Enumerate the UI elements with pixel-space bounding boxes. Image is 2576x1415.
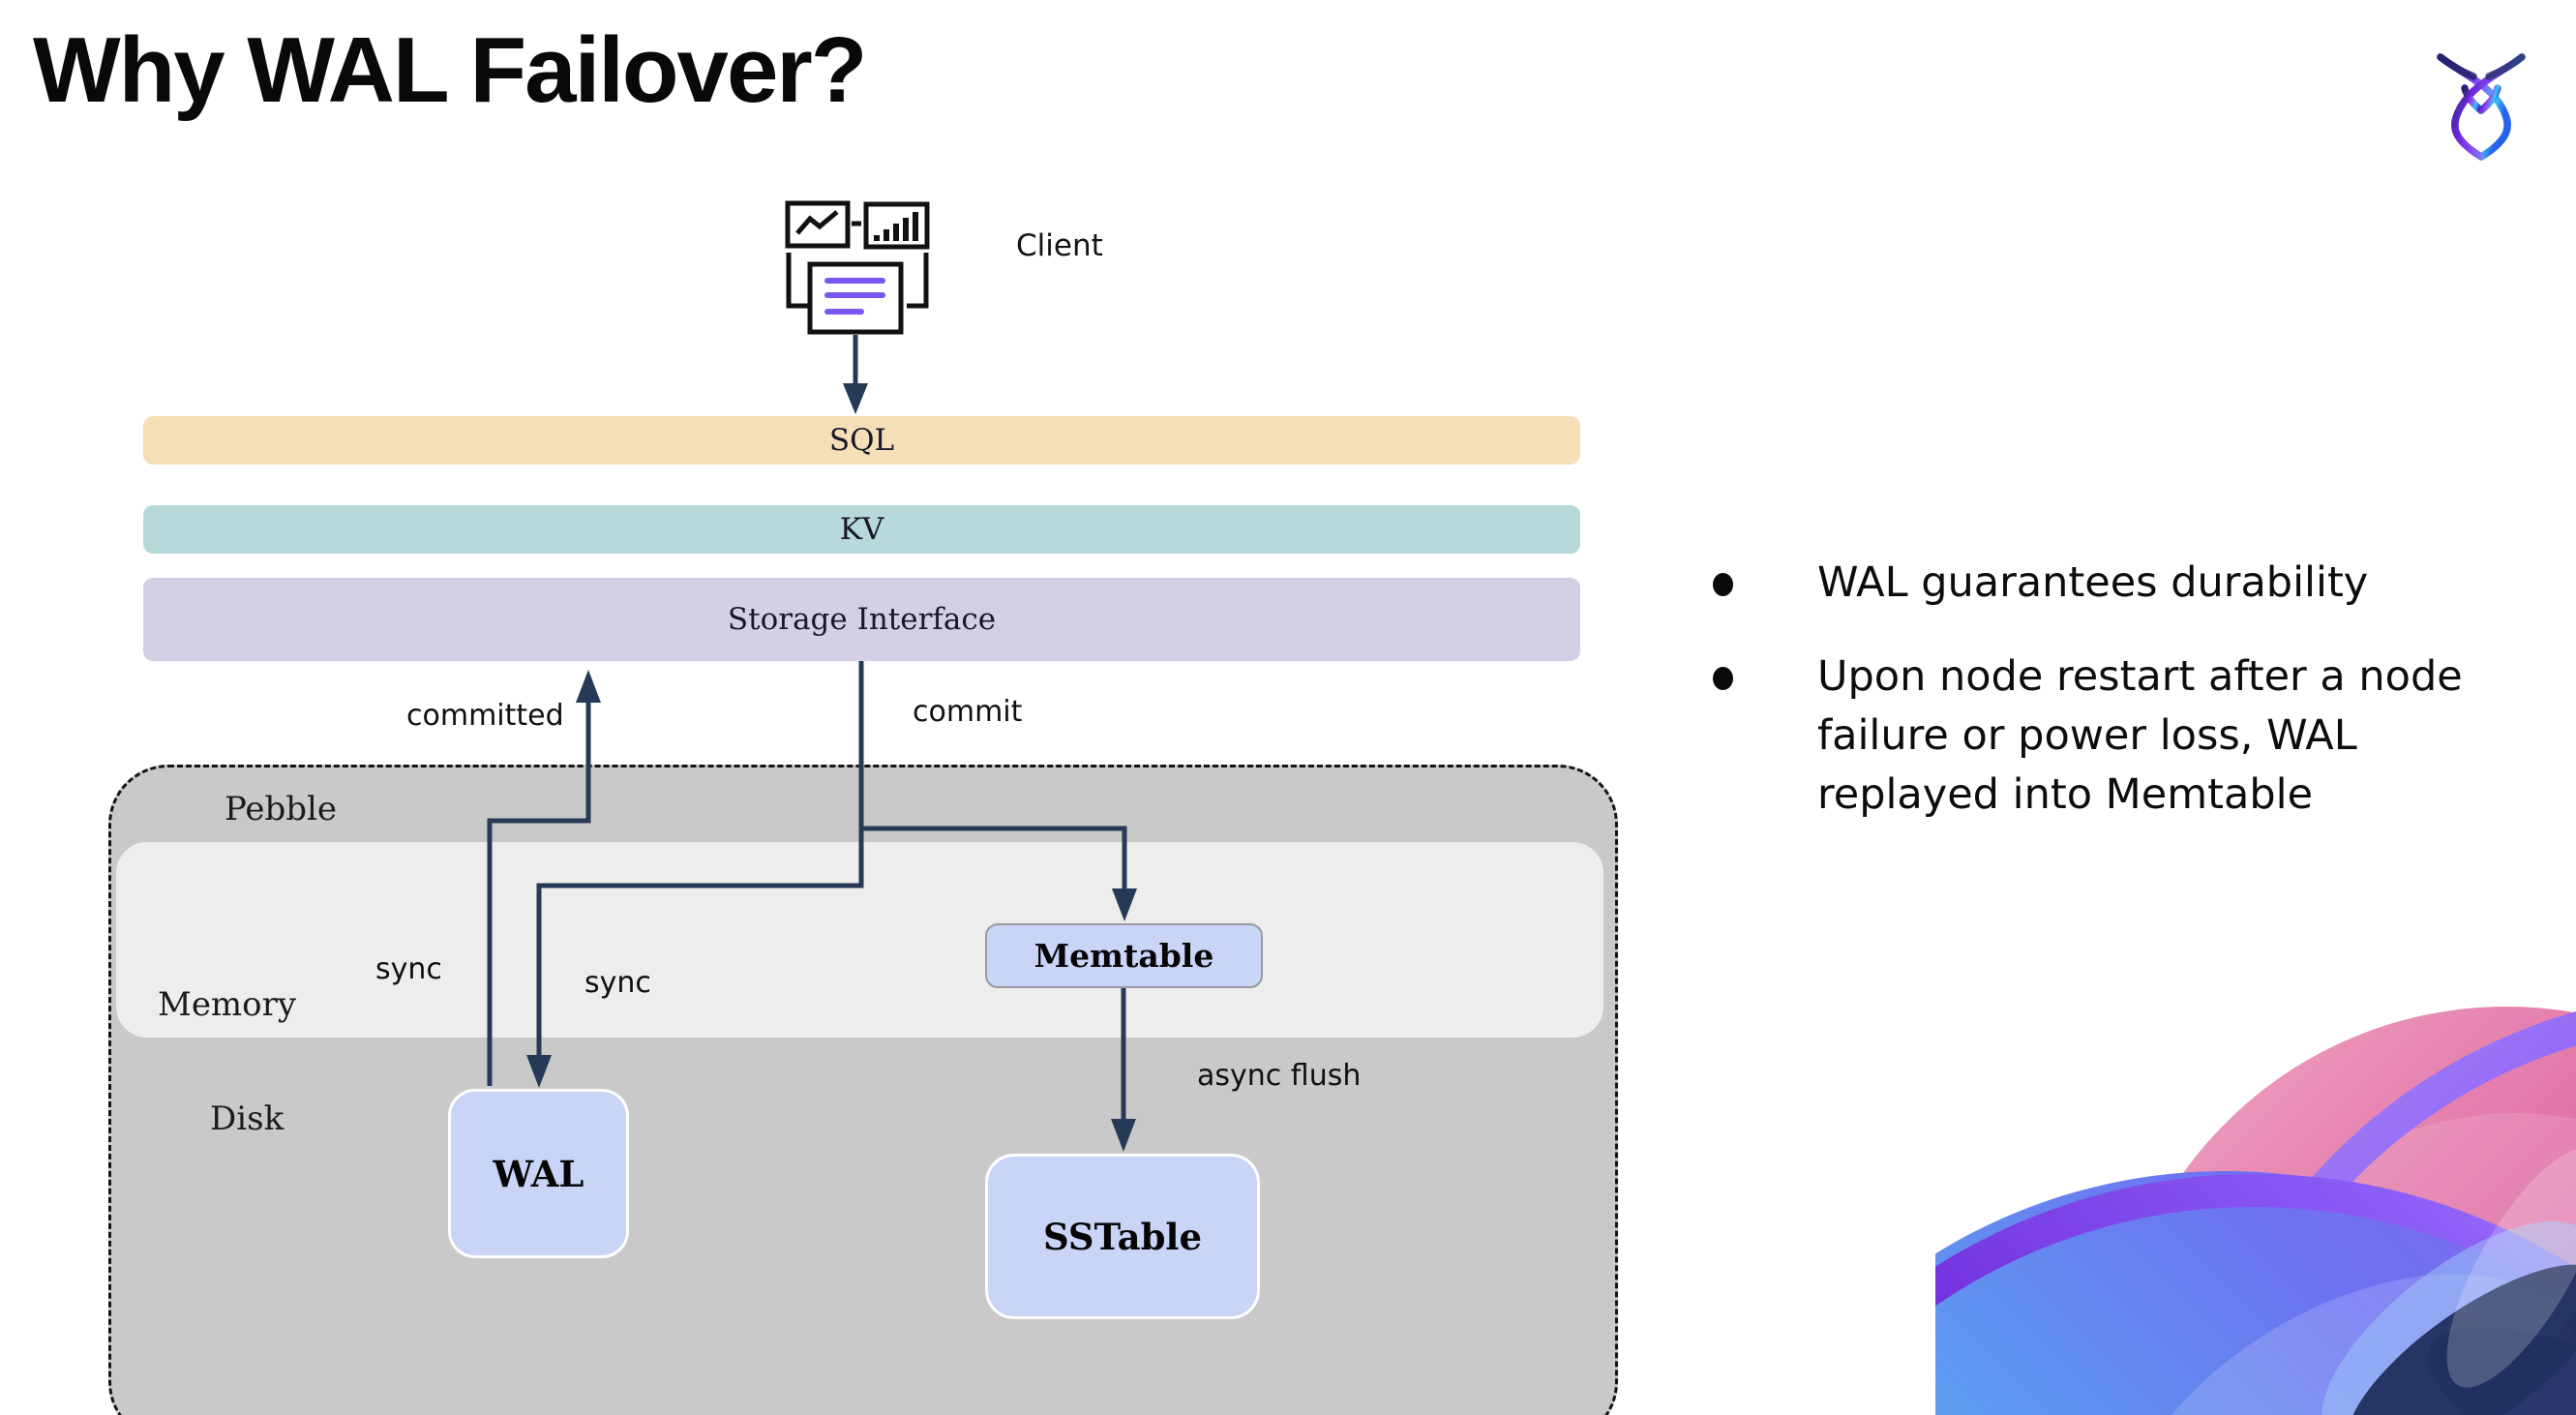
line-chart-icon [785, 200, 851, 249]
cockroachdb-logo-icon [2437, 53, 2526, 161]
wal-node: WAL [448, 1089, 629, 1258]
memory-band [116, 842, 1603, 1038]
sync-right-edge-label: sync [584, 966, 651, 1000]
arrowhead-sql [843, 383, 868, 414]
sstable-node-label: SSTable [1042, 1215, 1203, 1258]
disk-label: Disk [210, 1099, 285, 1138]
bracket-icons [786, 253, 929, 309]
memtable-node-label: Memtable [1033, 937, 1214, 975]
brand-art-graphic [1935, 1007, 2576, 1415]
bullet-dot-icon [1713, 573, 1733, 596]
list-item: Upon node restart after a node failure o… [1713, 647, 2564, 825]
bullet-text: WAL guarantees durability [1817, 558, 2369, 607]
client-devices-icon [785, 200, 930, 335]
pebble-label: Pebble [225, 790, 337, 828]
document-icon [807, 261, 904, 335]
memory-label: Memory [158, 985, 297, 1024]
bullet-dot-icon [1713, 667, 1733, 691]
memtable-node: Memtable [985, 923, 1263, 988]
committed-edge-label: committed [406, 699, 564, 733]
sql-layer-bar: SQL [143, 416, 1580, 465]
sql-layer-label: SQL [828, 423, 895, 458]
bar-chart-icon [863, 201, 930, 250]
async-flush-edge-label: async flush [1197, 1059, 1362, 1093]
bullet-list: WAL guarantees durability Upon node rest… [1713, 554, 2564, 825]
kv-layer-bar: KV [143, 505, 1580, 554]
client-label: Client [1016, 228, 1103, 263]
bullet-text: Upon node restart after a node failure o… [1817, 652, 2463, 820]
sync-left-edge-label: sync [375, 952, 442, 986]
page-title: Why WAL Failover? [33, 18, 867, 122]
arrowhead-storage [576, 670, 601, 703]
list-item: WAL guarantees durability [1713, 554, 2564, 613]
sstable-node: SSTable [985, 1154, 1260, 1319]
storage-interface-layer-label: Storage Interface [727, 602, 997, 637]
kv-layer-label: KV [839, 512, 884, 547]
wal-node-label: WAL [493, 1152, 584, 1195]
storage-interface-layer-bar: Storage Interface [143, 578, 1580, 661]
commit-edge-label: commit [913, 695, 1023, 729]
